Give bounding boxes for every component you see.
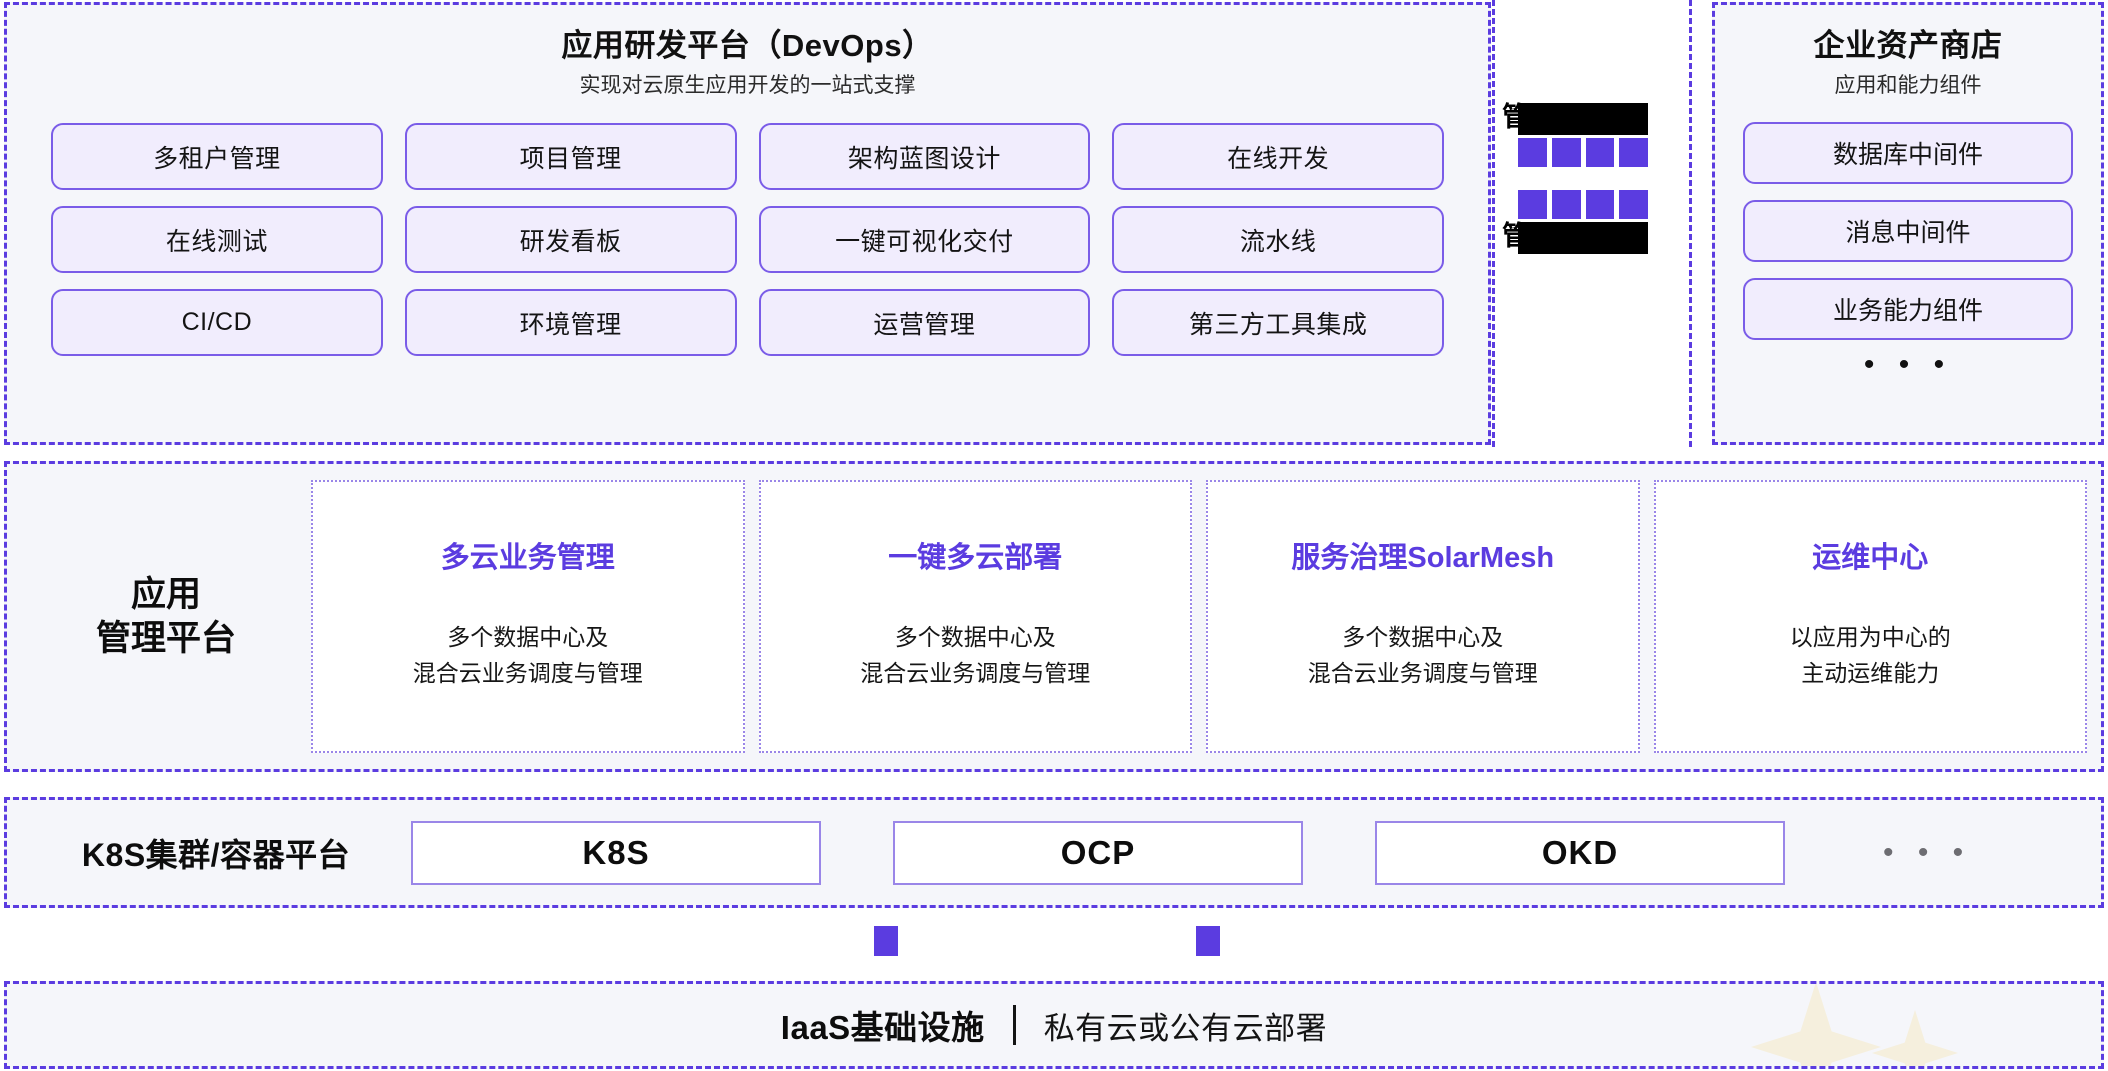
redaction-group-bottom: 管 bbox=[1502, 190, 1648, 254]
asset-card[interactable]: 数据库中间件 bbox=[1743, 122, 2073, 185]
k8s-cluster-panel: K8S集群/容器平台 K8S OCP OKD • • • bbox=[4, 797, 2104, 908]
purple-swatch bbox=[1619, 190, 1648, 219]
iaas-infrastructure-panel: IaaS基础设施 私有云或公有云部署 bbox=[4, 981, 2104, 1069]
devops-card[interactable]: 流水线 bbox=[1112, 206, 1444, 274]
purple-swatch bbox=[1518, 190, 1547, 219]
devops-card[interactable]: 在线开发 bbox=[1112, 123, 1444, 191]
asset-card[interactable]: 业务能力组件 bbox=[1743, 278, 2073, 341]
purple-swatch bbox=[1518, 138, 1547, 167]
purple-swatch bbox=[1551, 138, 1581, 167]
management-card[interactable]: 运维中心 以应用为中心的 主动运维能力 bbox=[1653, 480, 2087, 753]
connector-square-icon bbox=[1196, 926, 1220, 956]
devops-card[interactable]: 在线测试 bbox=[51, 206, 383, 274]
sparkle-decoration-icon bbox=[1872, 1010, 1958, 1066]
management-card-title: 一键多云部署 bbox=[888, 542, 1063, 575]
devops-panel-subtitle: 实现对云原生应用开发的一站式支撑 bbox=[579, 74, 916, 98]
management-card-grid: 多云业务管理 多个数据中心及 混合云业务调度与管理 一键多云部署 多个数据中心及… bbox=[311, 480, 2087, 753]
redaction-group-top: 管 bbox=[1502, 102, 1648, 167]
swatch-row bbox=[1518, 190, 1648, 219]
swatch-row bbox=[1518, 138, 1648, 167]
k8s-ellipsis-icon: • • • bbox=[1883, 835, 1972, 869]
k8s-item-list: K8S OCP OKD • • • bbox=[411, 820, 2087, 885]
management-card-title: 运维中心 bbox=[1812, 542, 1929, 575]
iaas-subtitle: 私有云或公有云部署 bbox=[1043, 1010, 1328, 1046]
k8s-card[interactable]: OCP bbox=[893, 820, 1303, 885]
enterprise-asset-store-panel: 企业资产商店 应用和能力组件 数据库中间件 消息中间件 业务能力组件 • • • bbox=[1712, 2, 2104, 445]
purple-swatch bbox=[1585, 190, 1615, 219]
redaction-peek-text: 管 bbox=[1502, 221, 1529, 251]
management-card-title: 服务治理SolarMesh bbox=[1291, 542, 1555, 575]
connector-square-icon bbox=[874, 926, 898, 956]
redaction-bar: 管 bbox=[1502, 221, 1648, 254]
asset-card-list: 数据库中间件 消息中间件 业务能力组件 bbox=[1743, 122, 2073, 341]
management-card-desc: 以应用为中心的 主动运维能力 bbox=[1789, 624, 1951, 686]
iaas-title: IaaS基础设施 bbox=[780, 1009, 985, 1046]
asset-store-ellipsis-icon: • • • bbox=[1863, 348, 1953, 382]
devops-card[interactable]: 环境管理 bbox=[404, 289, 737, 357]
management-card-desc: 多个数据中心及 混合云业务调度与管理 bbox=[860, 624, 1091, 686]
iaas-content: IaaS基础设施 私有云或公有云部署 bbox=[781, 1001, 1327, 1049]
k8s-panel-label: K8S集群/容器平台 bbox=[81, 836, 351, 873]
devops-card[interactable]: CI/CD bbox=[51, 289, 383, 357]
application-management-platform-panel: 应用 管理平台 多云业务管理 多个数据中心及 混合云业务调度与管理 一键多云部署… bbox=[4, 461, 2104, 772]
devops-platform-panel: 应用研发平台（DevOps） 实现对云原生应用开发的一站式支撑 多租户管理 项目… bbox=[4, 2, 1491, 445]
management-card-desc: 多个数据中心及 混合云业务调度与管理 bbox=[1307, 624, 1538, 686]
asset-store-subtitle: 应用和能力组件 bbox=[1834, 74, 1982, 98]
purple-swatch bbox=[1619, 138, 1648, 167]
devops-card[interactable]: 研发看板 bbox=[404, 206, 737, 274]
devops-panel-title: 应用研发平台（DevOps） bbox=[561, 28, 934, 63]
purple-swatch bbox=[1585, 138, 1615, 167]
devops-card-grid: 多租户管理 项目管理 架构蓝图设计 在线开发 在线测试 研发看板 一键可视化交付… bbox=[51, 123, 1444, 357]
purple-swatch bbox=[1551, 190, 1581, 219]
redaction-peek-text: 管 bbox=[1502, 102, 1529, 132]
devops-card[interactable]: 第三方工具集成 bbox=[1112, 289, 1444, 357]
devops-card[interactable]: 运营管理 bbox=[758, 289, 1091, 357]
devops-card[interactable]: 一键可视化交付 bbox=[758, 206, 1091, 274]
management-card-title: 多云业务管理 bbox=[440, 542, 615, 575]
devops-card[interactable]: 多租户管理 bbox=[51, 123, 383, 191]
iaas-divider bbox=[1012, 1005, 1016, 1045]
management-card[interactable]: 多云业务管理 多个数据中心及 混合云业务调度与管理 bbox=[311, 480, 745, 753]
management-card-desc: 多个数据中心及 混合云业务调度与管理 bbox=[412, 624, 643, 686]
asset-card[interactable]: 消息中间件 bbox=[1743, 200, 2073, 263]
asset-store-title: 企业资产商店 bbox=[1813, 28, 2003, 63]
management-platform-label: 应用 管理平台 bbox=[95, 574, 236, 658]
redacted-connector-column: 管 管 bbox=[1492, 0, 1692, 447]
devops-card[interactable]: 架构蓝图设计 bbox=[758, 123, 1091, 191]
k8s-card[interactable]: K8S bbox=[411, 820, 821, 885]
devops-card[interactable]: 项目管理 bbox=[404, 123, 737, 191]
k8s-card[interactable]: OKD bbox=[1375, 820, 1785, 885]
management-card[interactable]: 一键多云部署 多个数据中心及 混合云业务调度与管理 bbox=[758, 480, 1192, 753]
management-card[interactable]: 服务治理SolarMesh 多个数据中心及 混合云业务调度与管理 bbox=[1206, 480, 1640, 753]
sparkle-decoration-icon bbox=[1751, 984, 1881, 1066]
redaction-bar: 管 bbox=[1502, 102, 1648, 135]
